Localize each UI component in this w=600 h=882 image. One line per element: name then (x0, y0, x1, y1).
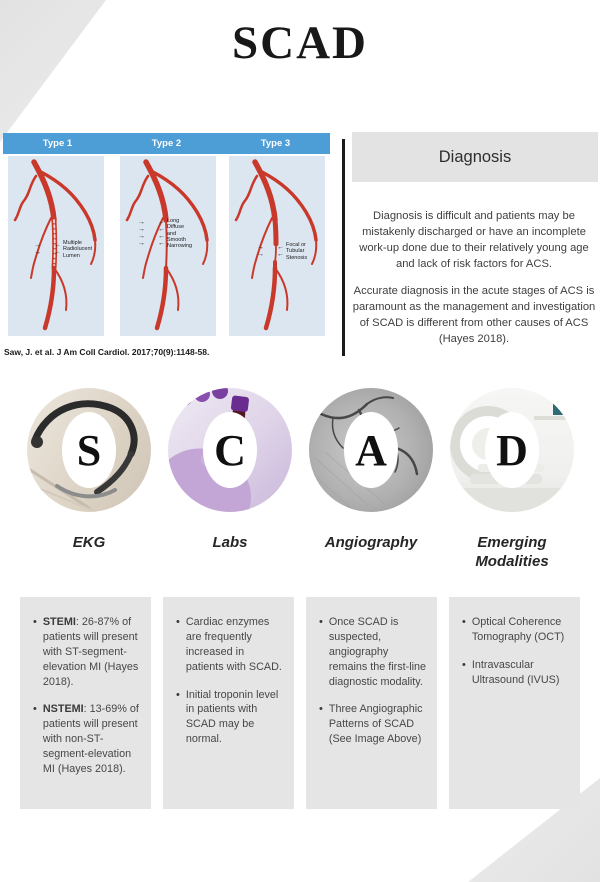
stethoscope-illustration (27, 400, 138, 512)
list-item: • Once SCAD is suspected, angiography re… (319, 615, 427, 689)
list-item: • Three Angiographic Patterns of SCAD (S… (319, 702, 427, 747)
arrow-right-icon: → (34, 241, 41, 249)
arrow-left-icon: ← (54, 248, 61, 256)
list-item: • Initial troponin level in patients wit… (176, 688, 284, 748)
acronym-letter-c: C (214, 425, 246, 475)
type-1-header: Type 1 (42, 138, 73, 149)
bullet-icon: • (462, 658, 466, 671)
arrow-left-icon: ← (277, 250, 284, 258)
bullet-text: Initial troponin level in patients with … (185, 688, 279, 746)
list-item: • Intravascular Ultrasound (IVUS) (462, 658, 570, 688)
type-1-annotation: → → ← ← Multiple Radiolucent Lumen (34, 240, 92, 259)
emerging-modalities-photo-circle: D (450, 388, 574, 512)
bullet-text: Three Angiographic Patterns of SCAD (See… (328, 703, 423, 746)
ekg-bullet-box: • STEMI: 26-87% of patients will present… (20, 597, 151, 809)
bullet-icon: • (319, 703, 323, 716)
bullet-text: Once SCAD is suspected, angiography rema… (328, 616, 427, 688)
bullet-icon: • (319, 616, 323, 628)
list-item: • NSTEMI: 13-69% of patients will presen… (33, 702, 141, 776)
bullet-text: Optical Coherence Tomography (OCT) (471, 616, 565, 643)
bullet-icon: • (33, 703, 37, 716)
emerging-modalities-bullet-box: • Optical Coherence Tomography (OCT) • I… (449, 597, 580, 809)
acronym-letter-a: A (355, 425, 387, 475)
artery-types-figure: Type 1 Type 2 Type 3 → → (3, 133, 330, 336)
figure-header-bar: Type 1 Type 2 Type 3 (3, 133, 330, 154)
arrow-right-icon: → (257, 243, 264, 251)
arrow-right-icon: → (138, 219, 145, 227)
arrow-left-icon: ← (158, 226, 165, 234)
type-1-annotation-label: Multiple Radiolucent Lumen (63, 240, 93, 259)
labs-bullet-box: • Cardiac enzymes are frequently increas… (163, 597, 294, 809)
figure-citation: Saw, J. et al. J Am Coll Cardiol. 2017;7… (4, 347, 210, 357)
type-3-panel: → → ← ← Focal or Tubular Stenosis (229, 156, 325, 336)
acronym-letter-d: D (496, 425, 528, 475)
bullet-bold-lead: NSTEMI (42, 703, 84, 716)
diagnosis-header: Diagnosis (352, 132, 598, 182)
arrow-left-icon: ← (277, 243, 284, 251)
bullet-text: : 13-69% of patients will present with n… (42, 703, 139, 776)
arrow-left-icon: ← (158, 233, 165, 241)
diagnosis-paragraph-2: Accurate diagnosis in the acute stages o… (352, 285, 596, 346)
angiography-bullet-box: • Once SCAD is suspected, angiography re… (306, 597, 437, 809)
acronym-letter-s: S (76, 425, 102, 475)
arrow-left-icon: ← (54, 241, 61, 249)
bullet-bold-lead: STEMI (42, 616, 76, 628)
arrow-left-icon: ← (158, 219, 165, 227)
diagnosis-title: Diagnosis (438, 147, 512, 166)
diagnosis-paragraph-1: Diagnosis is difficult and patients may … (359, 210, 589, 271)
bullet-icon: • (33, 616, 37, 628)
arrow-right-icon: → (34, 248, 41, 256)
letter-badge: C (203, 412, 257, 488)
labs-label: Labs (212, 534, 248, 551)
bullet-icon: • (462, 616, 466, 628)
arrow-right-icon: → (138, 226, 145, 234)
page-title: SCAD (232, 17, 368, 69)
bullet-icon: • (176, 616, 180, 628)
type-3-annotation-label: Focal or Tubular Stenosis (286, 242, 308, 261)
list-item: • Cardiac enzymes are frequently increas… (176, 615, 284, 675)
letter-badge: A (344, 412, 398, 488)
arrow-left-icon: ← (158, 240, 165, 248)
angiography-photo-circle: A (309, 388, 433, 512)
emerging-modalities-label: Emerging Modalities (475, 534, 549, 570)
letter-badge: D (485, 412, 539, 488)
type-1-panel: → → ← ← Multiple Radiolucent Lumen (8, 156, 104, 336)
type-2-annotation-label: Long Diffuse and Smooth Narrowing (167, 218, 193, 250)
bullet-text: : 26-87% of patients will present with S… (42, 616, 139, 688)
arrow-right-icon: → (138, 240, 145, 248)
bullet-icon: • (176, 688, 180, 701)
type-3-header: Type 3 (260, 138, 291, 149)
arrow-right-icon: → (257, 250, 264, 258)
type-2-header: Type 2 (151, 138, 182, 149)
angiography-label: Angiography (324, 534, 418, 551)
ekg-label: EKG (72, 534, 106, 551)
type-2-artery-illustration (125, 159, 209, 331)
arrow-right-icon: → (138, 233, 145, 241)
list-item: • STEMI: 26-87% of patients will present… (33, 615, 141, 689)
ekg-photo-circle: S (27, 388, 151, 512)
labs-photo-circle: C (168, 388, 292, 512)
type-3-annotation: → → ← ← Focal or Tubular Stenosis (257, 242, 307, 261)
type-1-artery-illustration (13, 159, 97, 331)
bullet-text: Intravascular Ultrasound (IVUS) (471, 658, 560, 686)
letter-badge: S (62, 412, 116, 488)
type-2-annotation: → → → → ← ← ← ← Long Diffuse and Smooth … (138, 218, 192, 250)
type-3-artery-illustration (234, 159, 318, 331)
type-2-panel: → → → → ← ← ← ← Long Diffuse and Smooth … (120, 156, 216, 336)
list-item: • Optical Coherence Tomography (OCT) (462, 615, 570, 645)
diagnosis-divider-line (342, 139, 345, 356)
bullet-text: Cardiac enzymes are frequently increased… (185, 616, 282, 673)
diagnosis-body: Diagnosis is difficult and patients may … (350, 208, 598, 358)
